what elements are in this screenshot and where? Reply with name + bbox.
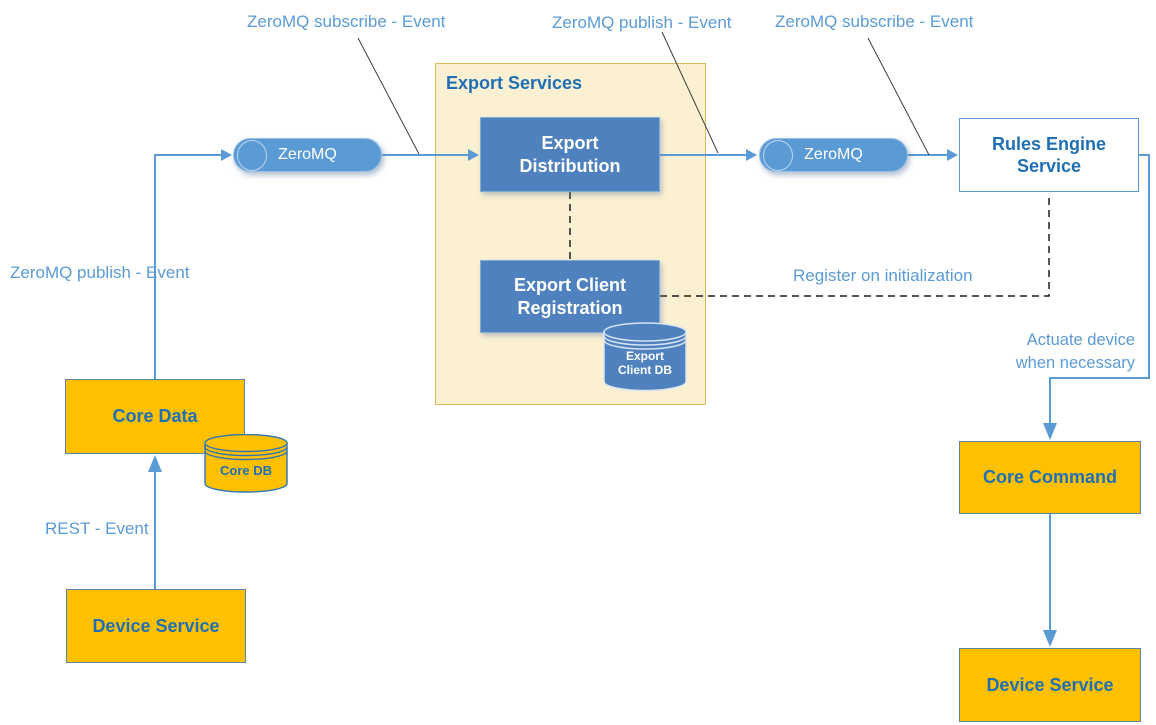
label-actuate-device: Actuate device when necessary: [1015, 331, 1135, 372]
connector-rules-engine-to-core-command: [1049, 154, 1150, 423]
label-rest-event: REST - Event: [45, 519, 149, 538]
leader-zmq-subscribe-1: [357, 37, 420, 155]
core-command-node: Core Command: [959, 441, 1141, 514]
device-service-right-node: Device Service: [959, 648, 1141, 722]
device-service-left-label: Device Service: [92, 615, 220, 636]
core-data-label: Core Data: [112, 406, 198, 427]
label-zeromq-subscribe-event-1: ZeroMQ subscribe - Event: [247, 12, 446, 31]
arrowhead-into-rules-engine: [947, 149, 958, 161]
label-register-on-initialization: Register on initialization: [793, 266, 973, 285]
export-client-registration-label: Export Client Registration: [513, 275, 626, 318]
zeromq-queue-right: ZeroMQ: [759, 138, 908, 172]
arrowhead-into-device-service-right: [1043, 630, 1057, 647]
export-distribution-label: Export Distribution: [519, 133, 621, 176]
core-db-label: Core DB: [204, 434, 288, 493]
arrowhead-into-core-command: [1043, 423, 1057, 440]
database-icon: [603, 322, 687, 392]
zeromq-queue-left: ZeroMQ: [233, 138, 382, 172]
label-zeromq-publish-event-top: ZeroMQ publish - Event: [552, 13, 732, 32]
label-zeromq-subscribe-event-2: ZeroMQ subscribe - Event: [775, 12, 974, 31]
arrowhead-into-zeromq-right: [746, 149, 757, 161]
export-client-registration-node: Export Client Registration: [480, 260, 660, 333]
core-db-cylinder: Core DB: [204, 434, 288, 493]
export-distribution-node: Export Distribution: [480, 117, 660, 192]
label-zeromq-publish-event-left: ZeroMQ publish - Event: [10, 263, 190, 282]
export-services-title: Export Services: [446, 73, 583, 93]
core-data-node: Core Data: [65, 379, 245, 454]
dashed-registration-to-rules-engine: [660, 193, 1050, 297]
core-command-label: Core Command: [982, 467, 1117, 488]
database-icon: [204, 434, 288, 493]
leader-zmq-subscribe-2: [867, 37, 930, 156]
export-client-db-label: Export Client DB: [603, 322, 687, 392]
device-service-right-label: Device Service: [986, 674, 1114, 695]
leader-zmq-publish-top: [661, 31, 719, 154]
zeromq-queue-left-label: ZeroMQ: [278, 146, 337, 163]
core-db-text: Core DB: [219, 463, 272, 479]
arrowhead-into-zeromq-left: [221, 149, 232, 161]
connector-coredata-to-zeromq-left: [154, 154, 221, 380]
device-service-left-node: Device Service: [66, 589, 246, 663]
rules-engine-service-node: Rules Engine Service: [959, 118, 1139, 192]
zeromq-queue-right-label: ZeroMQ: [804, 146, 863, 163]
rules-engine-service-label: Rules Engine Service: [991, 133, 1107, 177]
arrowhead-into-export-distribution: [468, 149, 479, 161]
export-client-db-cylinder: Export Client DB: [603, 322, 687, 392]
arrowhead-into-core-data: [148, 455, 162, 472]
export-client-db-text: Export Client DB: [618, 348, 672, 377]
